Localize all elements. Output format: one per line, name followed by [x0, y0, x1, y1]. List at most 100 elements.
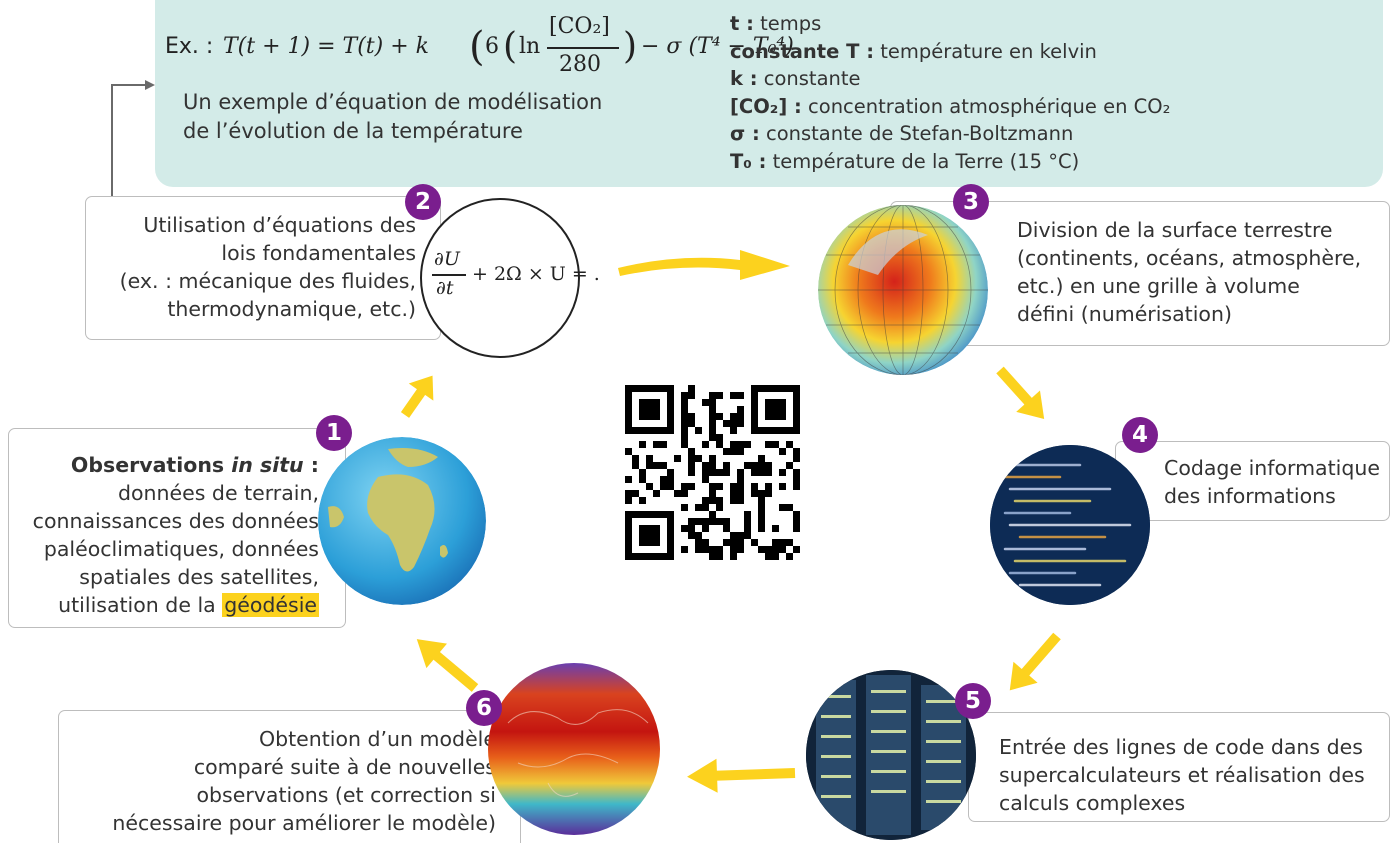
- qr-module: [688, 448, 695, 455]
- qr-module: [709, 462, 716, 469]
- legend-desc: constante de Stefan-Boltzmann: [759, 122, 1074, 145]
- qr-module: [702, 399, 709, 406]
- qr-module: [737, 413, 744, 420]
- qr-module: [716, 497, 723, 504]
- qr-module: [758, 546, 765, 553]
- qr-module: [744, 525, 751, 532]
- equation-caption: Un exemple d’équation de modélisation de…: [183, 88, 602, 146]
- qr-module: [737, 546, 744, 553]
- step-1-line-3: paléoclimatiques, données: [43, 537, 319, 561]
- earth-madagascar: [440, 545, 448, 558]
- model-equation: Ex. : T(t + 1) = T(t) + k ( 6 ( ln [CO₂]…: [165, 14, 794, 78]
- equation-lhs: T(t + 1) = T(t) + k: [223, 34, 429, 59]
- fraction-bar: [547, 47, 619, 49]
- caption-line-1: Un exemple d’équation de modélisation: [183, 90, 603, 114]
- qr-module: [625, 448, 632, 455]
- legend-row: T₀ : température de la Terre (15 °C): [730, 148, 1170, 176]
- paren-close: ): [623, 26, 638, 67]
- step-6-line-3: observations (et correction si: [196, 783, 496, 807]
- grid-globe-graphic: [818, 205, 988, 375]
- equation-tail: − σ (T⁴ − T₀⁴): [641, 34, 794, 59]
- qr-module: [779, 504, 786, 511]
- step-1-line-5: utilisation de la géodésie: [9, 591, 319, 619]
- legend-term: constante T :: [730, 39, 875, 63]
- qr-module: [758, 462, 765, 469]
- legend-row: k : constante: [730, 65, 1170, 93]
- step-2-line-3: (ex. : mécanique des fluides,: [119, 269, 416, 293]
- qr-module: [772, 539, 779, 546]
- legend-term: σ :: [730, 122, 760, 145]
- qr-module: [730, 483, 737, 490]
- qr-module: [688, 469, 695, 476]
- qr-module: [681, 525, 688, 532]
- qr-module: [723, 420, 730, 427]
- step-1-title-bold: Observations: [70, 453, 232, 477]
- qr-module: [639, 497, 646, 504]
- qr-module: [709, 483, 716, 490]
- qr-module: [765, 469, 772, 476]
- legend-desc: concentration atmosphérique en CO₂: [801, 94, 1171, 118]
- step-2-line-4: thermodynamique, etc.): [167, 297, 416, 321]
- legend-term: t :: [730, 12, 754, 35]
- qr-module: [716, 483, 723, 490]
- step-5-box: Entrée des lignes de code dans des super…: [968, 712, 1390, 822]
- qr-module: [765, 483, 772, 490]
- supercomputer-icon: [806, 670, 976, 840]
- legend-row: [CO₂] : concentration atmosphérique en C…: [730, 93, 1170, 121]
- qr-module: [681, 413, 688, 420]
- qr-code-icon[interactable]: [625, 385, 800, 560]
- qr-module: [709, 546, 716, 553]
- qr-module: [786, 441, 793, 448]
- qr-module: [744, 511, 751, 518]
- qr-module: [681, 406, 688, 413]
- qr-module: [751, 490, 758, 497]
- qr-module: [772, 546, 779, 553]
- qr-module: [702, 497, 709, 504]
- qr-module: [681, 490, 688, 497]
- arrow-5-to-6: [687, 758, 796, 793]
- qr-module: [765, 546, 772, 553]
- qr-module: [702, 504, 709, 511]
- qr-module: [709, 455, 716, 462]
- step-3-line-3: etc.) en une grille à volume: [1017, 274, 1300, 298]
- qr-module: [709, 392, 716, 399]
- qr-module: [660, 462, 667, 469]
- legend-desc: température de la Terre (15 °C): [766, 149, 1080, 173]
- qr-module: [751, 539, 758, 546]
- qr-module: [779, 483, 786, 490]
- qr-module: [625, 476, 632, 483]
- qr-module: [716, 469, 723, 476]
- qr-module: [695, 532, 702, 539]
- qr-module: [779, 539, 786, 546]
- qr-module: [716, 392, 723, 399]
- qr-module: [709, 518, 716, 525]
- geodesie-highlight[interactable]: géodésie: [222, 593, 319, 617]
- qr-module: [688, 462, 695, 469]
- qr-module: [744, 441, 751, 448]
- step-1-last-prefix: utilisation de la: [58, 593, 223, 617]
- qr-module: [723, 462, 730, 469]
- qr-module: [793, 525, 800, 532]
- qr-module: [653, 441, 660, 448]
- qr-module: [758, 490, 765, 497]
- qr-module: [646, 483, 653, 490]
- qr-module: [681, 434, 688, 441]
- arrow-6-to-1: [416, 639, 479, 692]
- step-1-title-colon: :: [303, 453, 319, 477]
- qr-module: [765, 441, 772, 448]
- qr-module: [716, 518, 723, 525]
- qr-module: [744, 462, 751, 469]
- qr-module: [681, 504, 688, 511]
- qr-module: [730, 553, 737, 560]
- caption-line-2: de l’évolution de la température: [183, 119, 523, 143]
- qr-module: [730, 413, 737, 420]
- equation-numerator: [CO₂]: [549, 14, 610, 39]
- equation-ln: ln: [519, 34, 541, 59]
- qr-module: [688, 392, 695, 399]
- climate-map-graphic: [488, 663, 660, 835]
- qr-module: [709, 511, 716, 518]
- qr-module: [667, 469, 674, 476]
- grid-globe-cap: [848, 229, 928, 275]
- qr-module: [639, 476, 646, 483]
